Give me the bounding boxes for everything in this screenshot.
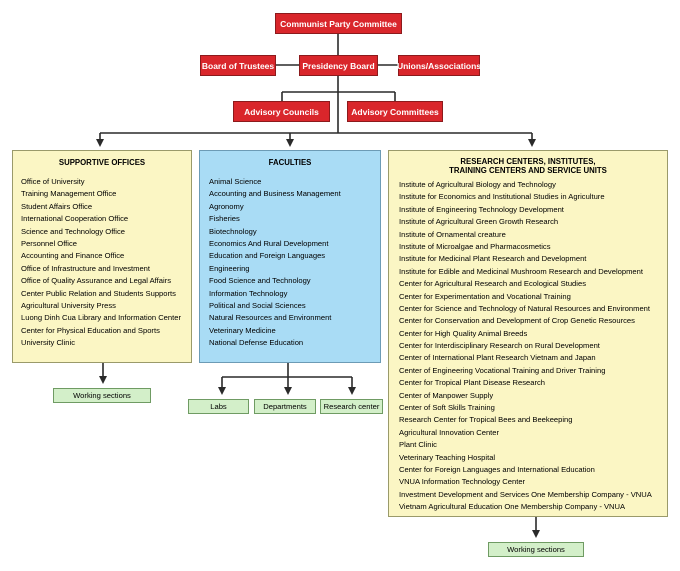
advisory-councils-box: Advisory Councils bbox=[233, 101, 330, 122]
research-centers-title-line2: TRAINING CENTERS AND SERVICE UNITS bbox=[449, 166, 607, 175]
list-item: VNUA Information Technology Center bbox=[399, 477, 526, 487]
list-item: Information Technology bbox=[209, 288, 288, 298]
list-item: Political and Social Sciences bbox=[209, 300, 306, 310]
list-item: Institute of Engineering Technology Deve… bbox=[399, 204, 564, 214]
research-centers-panel: RESEARCH CENTERS, INSTITUTES, TRAINING C… bbox=[388, 150, 668, 517]
list-item: Accounting and Finance Office bbox=[21, 251, 125, 261]
list-item: Natural Resources and Environment bbox=[209, 313, 332, 323]
list-item: Center Public Relation and Students Supp… bbox=[21, 288, 176, 298]
list-item: Agricultural Innovation Center bbox=[399, 427, 500, 437]
party-committee-box: Communist Party Committee bbox=[275, 13, 402, 34]
unions-associations-box: Unions/Associations bbox=[397, 55, 481, 76]
list-item: Veterinary Medicine bbox=[209, 325, 276, 335]
list-item: Economics And Rural Development bbox=[209, 238, 329, 248]
list-item: Food Science and Technology bbox=[209, 276, 311, 286]
research-center-box: Research center bbox=[320, 399, 383, 414]
list-item: Engineering bbox=[209, 263, 250, 273]
list-item: Accounting and Business Management bbox=[209, 189, 341, 199]
faculties-title: FACULTIES bbox=[268, 158, 312, 167]
list-item: Institute for Economics and Institutiona… bbox=[399, 192, 605, 202]
list-item: Center for Tropical Plant Disease Resear… bbox=[399, 378, 546, 388]
list-item: Research Center for Tropical Bees and Be… bbox=[399, 415, 573, 425]
departments-box: Departments bbox=[254, 399, 316, 414]
list-item: Agricultural University Press bbox=[21, 300, 116, 310]
list-item: Center for High Quality Animal Breeds bbox=[399, 328, 528, 338]
list-item: Center for Agricultural Research and Eco… bbox=[399, 279, 586, 289]
list-item: Office of Quality Assurance and Legal Af… bbox=[21, 276, 171, 286]
research-working-sections-box: Working sections bbox=[488, 542, 584, 557]
list-item: Student Affairs Office bbox=[21, 201, 93, 211]
list-item: Center for Interdisciplinary Research on… bbox=[399, 341, 600, 351]
research-centers-list: Institute of Agricultural Biology and Te… bbox=[389, 179, 667, 514]
list-item: Plant Clinic bbox=[399, 440, 437, 450]
list-item: Center of Manpower Supply bbox=[399, 390, 494, 400]
list-item: Vietnam Agricultural Education One Membe… bbox=[399, 502, 626, 512]
list-item: Institute for Edible and Medicinal Mushr… bbox=[399, 266, 643, 276]
board-of-trustees-box: Board of Trustees bbox=[200, 55, 276, 76]
list-item: Agronomy bbox=[209, 201, 244, 211]
list-item: Center of Engineering Vocational Trainin… bbox=[399, 365, 606, 375]
supportive-working-sections-box: Working sections bbox=[53, 388, 151, 403]
list-item: University Clinic bbox=[21, 338, 76, 348]
labs-box: Labs bbox=[188, 399, 249, 414]
list-item: International Cooperation Office bbox=[21, 214, 129, 224]
list-item: Center for Physical Education and Sports bbox=[21, 325, 160, 335]
advisory-committees-box: Advisory Committees bbox=[347, 101, 443, 122]
list-item: Center for Foreign Languages and Interna… bbox=[399, 464, 595, 474]
list-item: Center for Science and Technology of Nat… bbox=[399, 303, 651, 313]
list-item: Biotechnology bbox=[209, 226, 257, 236]
list-item: Institute of Microalgae and Pharmacosmet… bbox=[399, 241, 551, 251]
list-item: Institute for Medicinal Plant Research a… bbox=[399, 254, 587, 264]
list-item: Veterinary Teaching Hospital bbox=[399, 452, 496, 462]
list-item: Luong Dinh Cua Library and Information C… bbox=[21, 313, 181, 323]
list-item: Office of Infrastructure and Investment bbox=[21, 263, 151, 273]
list-item: Center of Soft Skills Training bbox=[399, 403, 495, 413]
supportive-offices-title: SUPPORTIVE OFFICES bbox=[58, 158, 146, 167]
list-item: Animal Science bbox=[209, 177, 262, 186]
list-item: Education and Foreign Languages bbox=[209, 251, 326, 261]
list-item: Fisheries bbox=[209, 214, 240, 224]
list-item: Office of University bbox=[21, 177, 85, 186]
list-item: Center for Conservation and Development … bbox=[399, 316, 635, 326]
list-item: Center of International Plant Research V… bbox=[399, 353, 596, 363]
list-item: Institute of Ornamental creature bbox=[399, 229, 506, 239]
list-item: Training Management Office bbox=[21, 189, 117, 199]
presidency-board-box: Presidency Board bbox=[299, 55, 378, 76]
list-item: National Defense Education bbox=[209, 338, 304, 348]
list-item: Institute of Agricultural Biology and Te… bbox=[399, 180, 556, 189]
list-item: Science and Technology Office bbox=[21, 226, 125, 236]
list-item: Institute of Agricultural Green Growth R… bbox=[399, 217, 559, 227]
list-item: Personnel Office bbox=[21, 238, 78, 248]
list-item: Center for Experimentation and Vocationa… bbox=[399, 291, 571, 301]
list-item: Investment Development and Services One … bbox=[399, 489, 652, 499]
research-centers-title-line1: RESEARCH CENTERS, INSTITUTES, bbox=[460, 157, 596, 166]
